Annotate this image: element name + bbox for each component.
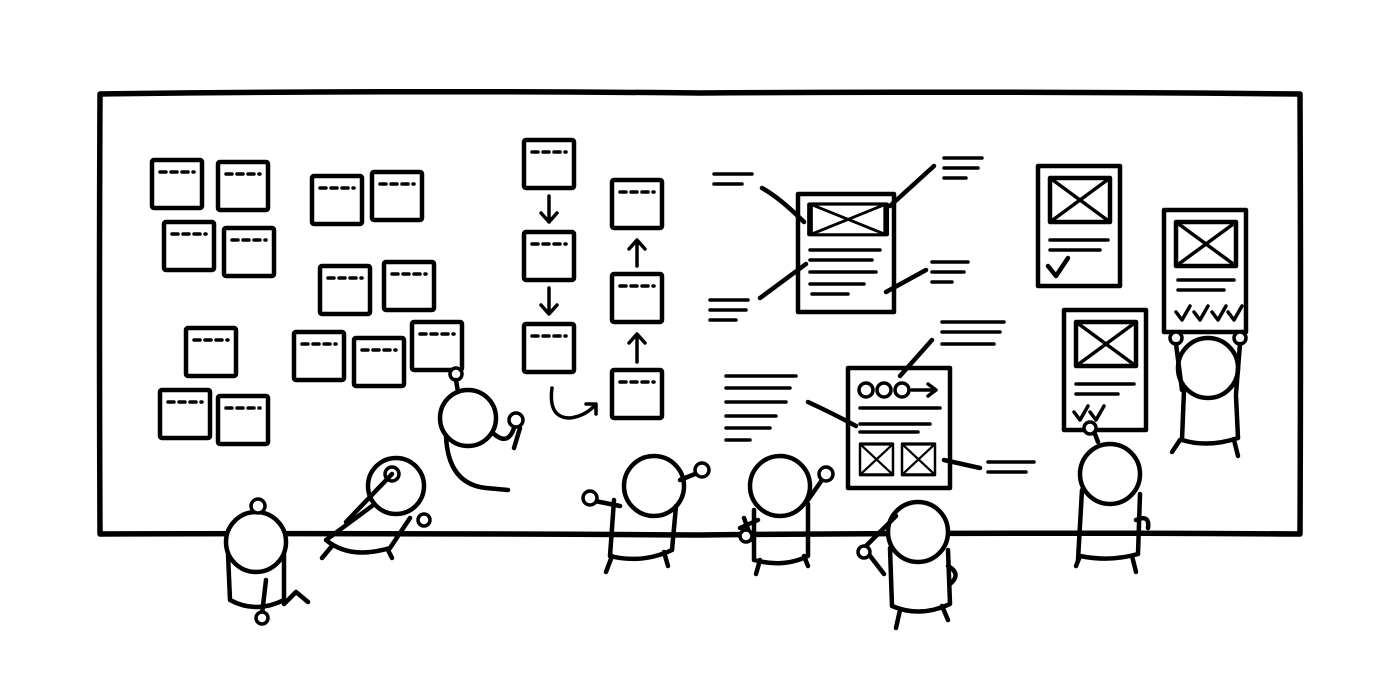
person xyxy=(223,497,311,626)
sticky-note-cluster-middle xyxy=(294,172,462,386)
whiteboard-frame xyxy=(96,88,1304,538)
mockup-card xyxy=(1061,307,1149,433)
flowchart xyxy=(524,140,662,418)
sticky-note xyxy=(372,172,422,220)
person xyxy=(319,455,432,561)
annotated-wireframe-bottom xyxy=(724,320,1036,491)
arrow-up-icon xyxy=(627,238,647,268)
wireframe-page xyxy=(845,365,953,491)
arrow-curve-icon xyxy=(549,386,598,420)
annotated-wireframe-top xyxy=(708,156,984,322)
sticky-note xyxy=(160,390,210,438)
checkmark-icon xyxy=(1045,255,1071,279)
image-placeholder-icon xyxy=(1050,178,1110,222)
person xyxy=(1073,420,1151,575)
sticky-note xyxy=(164,222,214,270)
sticky-note xyxy=(218,396,268,444)
arrow-down-icon xyxy=(539,286,559,316)
annotation-text xyxy=(986,460,1036,474)
flow-node xyxy=(524,140,574,188)
flow-node xyxy=(612,274,662,322)
flow-node xyxy=(524,324,574,372)
annotation-text xyxy=(708,298,750,322)
sticky-note xyxy=(224,228,274,276)
arrow-down-icon xyxy=(539,194,559,224)
sticky-note xyxy=(152,160,202,208)
sticky-note xyxy=(384,262,434,310)
sticky-note xyxy=(186,328,236,376)
sticky-note xyxy=(320,266,370,314)
image-placeholder-icon xyxy=(900,442,937,477)
annotation-text xyxy=(930,260,970,284)
person xyxy=(437,366,525,493)
wireframe-page xyxy=(795,191,897,315)
sticky-note-cluster-left xyxy=(152,160,274,444)
sticky-note xyxy=(354,338,404,386)
annotation-text xyxy=(712,172,754,186)
annotation-text xyxy=(940,320,1006,346)
arrow-up-icon xyxy=(627,332,647,364)
sticky-note xyxy=(294,332,344,380)
annotation-text xyxy=(724,374,798,442)
image-placeholder-icon xyxy=(1076,322,1136,366)
image-placeholder-icon xyxy=(810,204,886,235)
flow-node xyxy=(524,232,574,280)
image-placeholder-icon xyxy=(1176,222,1236,266)
mockup-card xyxy=(1161,207,1249,335)
image-placeholder-icon xyxy=(858,442,895,477)
sticky-note xyxy=(312,176,362,224)
checkmark-icon xyxy=(1174,304,1244,322)
people xyxy=(223,330,1248,631)
checkmark-icon xyxy=(1072,404,1106,422)
flow-node xyxy=(612,370,662,418)
person xyxy=(581,453,711,575)
person xyxy=(856,499,958,631)
annotation-text xyxy=(942,156,984,180)
flow-node xyxy=(612,180,662,228)
sticky-note xyxy=(412,322,462,370)
mockup-card xyxy=(1035,163,1123,289)
sticky-note xyxy=(218,162,268,210)
person xyxy=(737,453,835,577)
mockup-cards xyxy=(1035,163,1249,433)
person xyxy=(1168,330,1248,459)
